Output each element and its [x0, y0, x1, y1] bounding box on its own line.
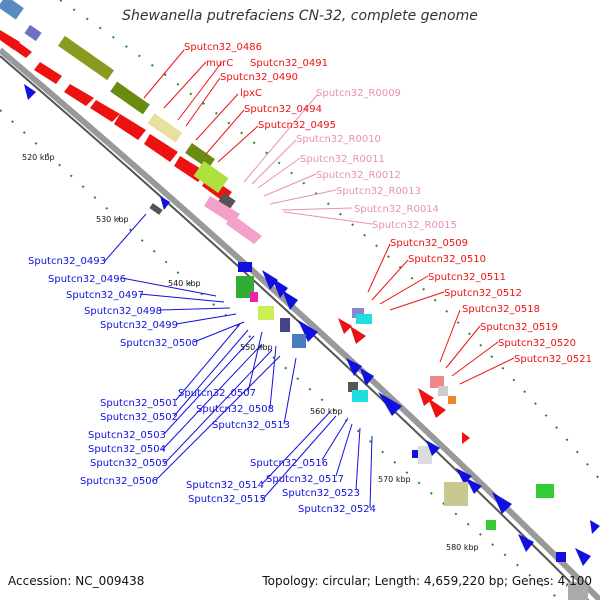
label-sputcn32-0501[interactable]: Sputcn32_0501: [100, 398, 178, 409]
label-sputcn32-0500[interactable]: Sputcn32_0500: [120, 338, 198, 349]
tick-560kbp: 560 kbp: [310, 407, 343, 416]
label-sputcn32-0512[interactable]: Sputcn32_0512: [444, 288, 522, 299]
tick-530kbp: 530 kbp: [96, 215, 129, 224]
label-sputcn32-0490[interactable]: Sputcn32_0490: [220, 72, 298, 83]
colored-blocks-top: [0, 0, 262, 244]
label-sputcn32-0486[interactable]: Sputcn32_0486: [184, 42, 262, 53]
label-lpxc[interactable]: lpxC: [240, 88, 262, 99]
label-sputcn32-0495[interactable]: Sputcn32_0495: [258, 120, 336, 131]
label-sputcn32-0513[interactable]: Sputcn32_0513: [212, 420, 290, 431]
topology-text: Topology: circular; Length: 4,659,220 bp…: [262, 574, 592, 588]
label-sputcn32-r0012[interactable]: Sputcn32_R0012: [316, 170, 401, 181]
label-sputcn32-0506[interactable]: Sputcn32_0506: [80, 476, 158, 487]
label-sputcn32-0502[interactable]: Sputcn32_0502: [100, 412, 178, 423]
blue-leaders: [103, 213, 373, 509]
tick-570kbp: 570 kbp: [378, 475, 411, 484]
label-sputcn32-0518[interactable]: Sputcn32_0518: [462, 304, 540, 315]
label-sputcn32-0497[interactable]: Sputcn32_0497: [66, 290, 144, 301]
label-sputcn32-0491[interactable]: Sputcn32_0491: [250, 58, 328, 69]
label-sputcn32-0515[interactable]: Sputcn32_0515: [188, 494, 266, 505]
label-sputcn32-0514[interactable]: Sputcn32_0514: [186, 480, 264, 491]
label-sputcn32-0496[interactable]: Sputcn32_0496: [48, 274, 126, 285]
label-sputcn32-r0015[interactable]: Sputcn32_R0015: [372, 220, 457, 231]
label-sputcn32-r0010[interactable]: Sputcn32_R0010: [296, 134, 381, 145]
map-title: Shewanella putrefaciens CN-32, complete …: [122, 8, 478, 24]
tick-540kbp: 540 kbp: [168, 279, 201, 288]
label-sputcn32-0520[interactable]: Sputcn32_0520: [498, 338, 576, 349]
inner-markers: [24, 84, 170, 215]
label-murc[interactable]: murC: [206, 58, 233, 69]
label-sputcn32-0498[interactable]: Sputcn32_0498: [84, 306, 162, 317]
label-sputcn32-0507[interactable]: Sputcn32_0507: [178, 388, 256, 399]
tick-520kbp: 520 kbp: [22, 153, 55, 162]
label-sputcn32-0504[interactable]: Sputcn32_0504: [88, 444, 166, 455]
label-sputcn32-r0013[interactable]: Sputcn32_R0013: [336, 186, 421, 197]
label-sputcn32-0517[interactable]: Sputcn32_0517: [266, 474, 344, 485]
accession-text: Accession: NC_009438: [8, 574, 145, 588]
label-sputcn32-r0014[interactable]: Sputcn32_R0014: [354, 204, 439, 215]
label-sputcn32-0508[interactable]: Sputcn32_0508: [196, 404, 274, 415]
label-sputcn32-0499[interactable]: Sputcn32_0499: [100, 320, 178, 331]
label-sputcn32-0503[interactable]: Sputcn32_0503: [88, 430, 166, 441]
label-sputcn32-0493[interactable]: Sputcn32_0493: [28, 256, 106, 267]
tick-580kbp: 580 kbp: [446, 543, 479, 552]
label-sputcn32-0509[interactable]: Sputcn32_0509: [390, 238, 468, 249]
label-sputcn32-0511[interactable]: Sputcn32_0511: [428, 272, 506, 283]
label-sputcn32-0494[interactable]: Sputcn32_0494: [244, 104, 322, 115]
label-sputcn32-0521[interactable]: Sputcn32_0521: [514, 354, 592, 365]
reverse-genes: [236, 262, 591, 600]
label-sputcn32-r0011[interactable]: Sputcn32_R0011: [300, 154, 385, 165]
label-sputcn32-0523[interactable]: Sputcn32_0523: [282, 488, 360, 499]
label-sputcn32-0524[interactable]: Sputcn32_0524: [298, 504, 376, 515]
label-sputcn32-0516[interactable]: Sputcn32_0516: [250, 458, 328, 469]
red-leaders: [143, 49, 515, 385]
tick-550kbp: 550 kbp: [240, 343, 273, 352]
label-sputcn32-0519[interactable]: Sputcn32_0519: [480, 322, 558, 333]
label-sputcn32-r0009[interactable]: Sputcn32_R0009: [316, 88, 401, 99]
genome-backbone: [0, 47, 600, 600]
label-sputcn32-0505[interactable]: Sputcn32_0505: [90, 458, 168, 469]
pink-leaders: [243, 93, 373, 225]
label-sputcn32-0510[interactable]: Sputcn32_0510: [408, 254, 486, 265]
forward-genes-lower: [338, 308, 600, 534]
